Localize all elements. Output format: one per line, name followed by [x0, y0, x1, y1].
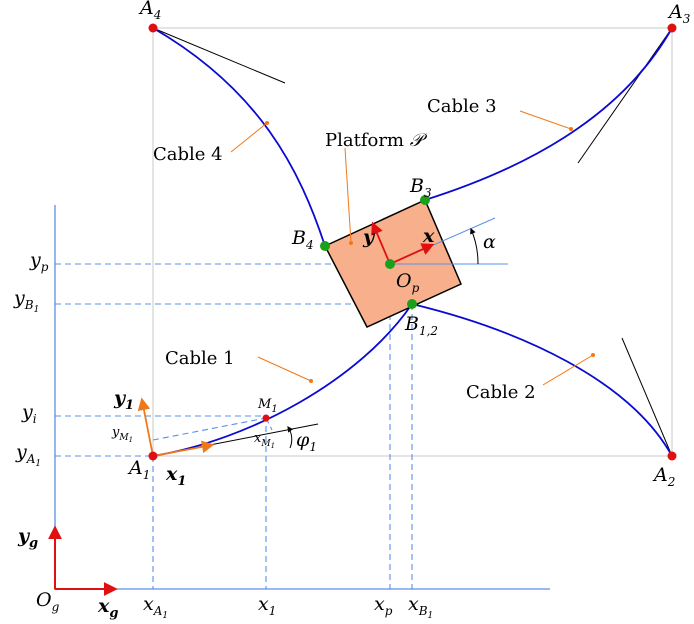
label-cable-3: Cable 3: [427, 96, 497, 117]
label-b3: B3: [409, 175, 432, 200]
label-leader-dots: [265, 121, 595, 383]
label-leaders: [230, 110, 594, 386]
anchor-a3: [667, 23, 677, 33]
label-yg: yg: [17, 525, 38, 551]
label-a1: A1: [127, 457, 150, 482]
label-cable-1: Cable 1: [165, 348, 235, 369]
label-a4: A4: [138, 0, 161, 22]
label-b4: B4: [291, 227, 314, 252]
label-yb1: yB1: [13, 287, 39, 315]
phi-arc: [287, 426, 294, 449]
label-ym1: yM1: [111, 425, 133, 444]
label-a2: A2: [652, 464, 675, 489]
label-cable-2: Cable 2: [466, 382, 536, 403]
label-yp: yp: [29, 249, 49, 274]
label-alpha: α: [483, 231, 496, 253]
dashed-guides: [55, 263, 413, 589]
alpha-arc: [470, 227, 479, 265]
label-yi: yi: [21, 401, 37, 426]
label-cable-4: Cable 4: [153, 144, 223, 165]
node-op: [385, 259, 395, 269]
label-x1-local: x1: [165, 463, 186, 489]
label-xa1: xA1: [143, 593, 168, 621]
local-y1-arrow: [137, 397, 154, 457]
label-xp: xp: [374, 593, 393, 618]
cable-4-curve: [152, 27, 326, 247]
platform-y-arrow: [371, 221, 391, 265]
label-platform: Platform 𝒫: [325, 130, 428, 151]
label-xb1: xB1: [408, 593, 433, 621]
label-m1: M1: [257, 397, 278, 415]
local-x1-arrow: [152, 440, 215, 457]
cable-3-curve: [424, 27, 673, 201]
label-ya1: yA1: [15, 441, 41, 469]
anchor-a2: [667, 451, 677, 461]
label-xm1: xM1: [254, 431, 275, 450]
cable-1-curve: [152, 303, 413, 457]
label-xg: xg: [97, 595, 118, 621]
label-og: Og: [36, 589, 60, 614]
label-platform-y: y: [362, 226, 376, 248]
anchor-a1: [148, 451, 158, 461]
node-b4: [320, 241, 330, 251]
label-y1-local: y1: [113, 387, 134, 413]
anchor-a4: [148, 23, 158, 33]
label-phi: φ1: [296, 429, 317, 454]
label-op: Op: [396, 270, 420, 295]
node-b3: [420, 195, 430, 205]
point-m1: [262, 414, 270, 422]
node-b12: [407, 299, 417, 309]
label-b12: B1,2: [404, 313, 438, 338]
label-a3: A3: [667, 1, 691, 26]
cables: [152, 27, 673, 457]
label-x1-axis: x1: [258, 593, 276, 618]
cable-2-curve: [411, 303, 673, 457]
label-platform-x: x: [422, 225, 435, 247]
platform-x-arrow: [389, 243, 435, 265]
